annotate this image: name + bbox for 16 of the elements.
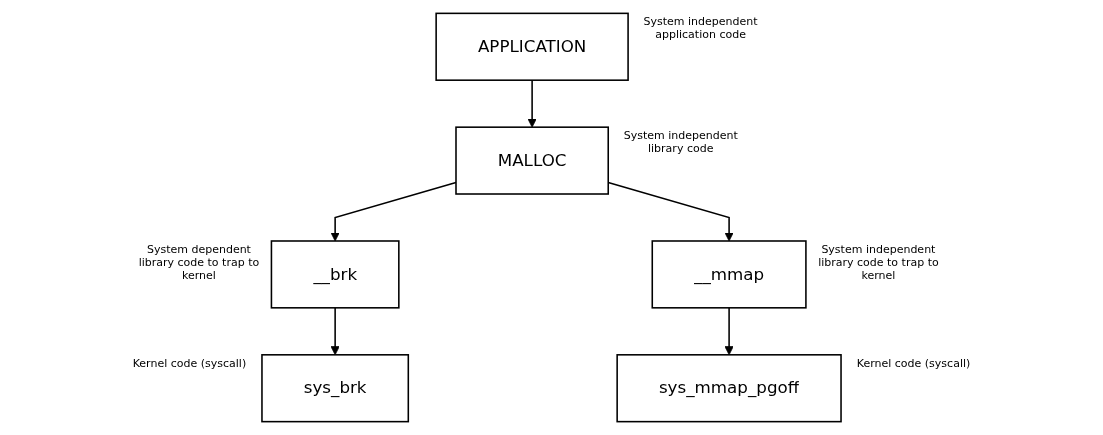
node-box: sys_brk: [261, 354, 410, 423]
node-note: System independent application code: [642, 15, 759, 42]
node-note: System independent library code to trap to kernel: [817, 243, 940, 282]
node-note: Kernel code (syscall): [131, 356, 248, 370]
node-note: Kernel code (syscall): [855, 356, 972, 370]
node-note: System independent library code: [622, 129, 739, 156]
arrow: [330, 307, 340, 356]
node-box: sys_mmap_pgoff: [616, 354, 842, 423]
node-note: System dependent library code to trap to kernel: [137, 243, 261, 282]
arrow: [330, 181, 457, 242]
node-box: __brk: [270, 240, 400, 309]
node-box: APPLICATION: [435, 12, 629, 81]
arrow: [527, 79, 537, 128]
node-box: __mmap: [651, 240, 807, 309]
node-box: MALLOC: [455, 126, 609, 195]
arrow: [724, 307, 734, 356]
